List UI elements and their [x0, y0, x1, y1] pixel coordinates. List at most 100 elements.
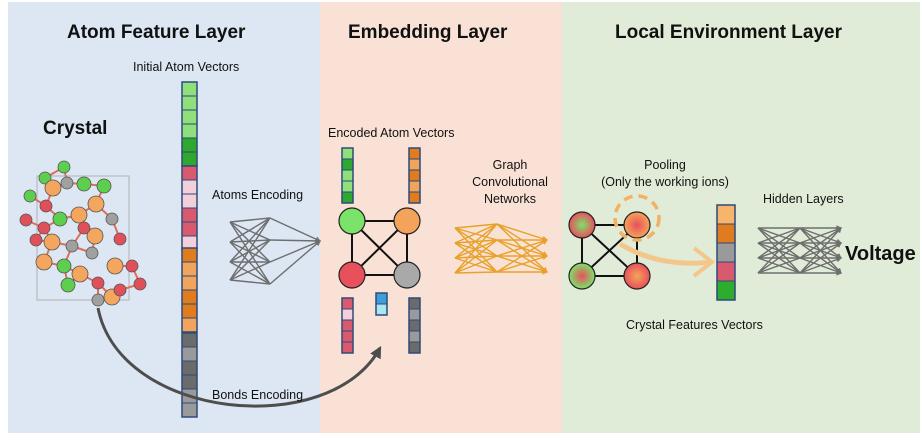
- crystal-atom: [70, 206, 88, 224]
- pooling-arrow: [613, 194, 716, 278]
- gcn-edge: [454, 255, 498, 274]
- gcn-edge: [496, 254, 549, 273]
- embedding-graph: [338, 207, 421, 289]
- crystal-features-vector: [716, 204, 736, 301]
- bonds-curve-arrow: [96, 307, 382, 408]
- atom-feature-layer-title: Atom Feature Layer: [67, 22, 246, 43]
- crystal-atom: [106, 257, 124, 275]
- crystal-atom: [71, 265, 89, 283]
- gcn-edge: [454, 223, 498, 244]
- encoded-bond-vector-cell: [375, 303, 388, 316]
- gcn-label-line1: Graph: [492, 158, 528, 172]
- graph-node-gray: [393, 261, 421, 289]
- crystal-atom: [76, 176, 92, 192]
- atoms-encoding-edge: [229, 217, 271, 243]
- crystal-atom: [113, 283, 127, 297]
- crystal-feature-cell: [716, 223, 736, 244]
- hidden-edge: [799, 227, 842, 259]
- initial-atom-vectors-label: Initial Atom Vectors: [133, 60, 240, 74]
- local-node-green: [568, 211, 596, 239]
- local-environment-panel: [562, 2, 920, 433]
- orange-vector-cell: [181, 317, 198, 333]
- encoded-bond-vector-frame: [375, 292, 388, 316]
- encoded-pink-vector-frame: [341, 297, 354, 354]
- crystal-atom: [37, 221, 51, 235]
- crystal-atom: [105, 212, 119, 226]
- pooling-arrow-head: [692, 246, 716, 278]
- crystal-atom: [87, 195, 105, 213]
- crystal-atom: [52, 211, 68, 227]
- gray-vector-cell: [181, 374, 198, 390]
- gcn-edge: [454, 271, 498, 274]
- gray-vector-cell: [181, 346, 198, 362]
- crystal-feature-cell: [716, 242, 736, 263]
- crystal-atom: [39, 199, 53, 213]
- green-vector-cell: [181, 123, 198, 139]
- atoms-encoding-edge: [269, 217, 322, 242]
- gcn-edge: [454, 239, 498, 274]
- gcn-edge: [496, 238, 549, 257]
- hidden-edge: [799, 256, 843, 274]
- crystal-atom: [35, 253, 53, 271]
- local-node-gray: [623, 262, 651, 290]
- encoded-gray-vector-frame: [408, 297, 421, 354]
- crystal-atom: [56, 258, 72, 274]
- green-vector-cell: [181, 151, 198, 167]
- crystal-atom: [85, 246, 99, 260]
- encoded-orange-vector-cell: [408, 158, 421, 171]
- atoms-encoding-edge: [229, 217, 271, 281]
- gray-vector-cell: [181, 360, 198, 376]
- gray-vector-cell: [181, 332, 198, 348]
- encoded-pink-vector-cell: [341, 308, 354, 321]
- voltage-label: Voltage: [845, 243, 916, 265]
- atoms-encoding-edge: [229, 221, 271, 241]
- atoms-encoding-edge: [229, 279, 271, 285]
- hidden-edge: [799, 242, 842, 274]
- atoms-encoding-edge: [229, 217, 271, 223]
- local-environment-graph: [568, 211, 651, 290]
- crystal-atom: [65, 239, 79, 253]
- hidden-edge: [757, 227, 801, 259]
- graph-node-green: [338, 207, 366, 235]
- atoms-encoding-edge: [229, 241, 271, 263]
- encoded-orange-vector-cell: [408, 180, 421, 193]
- hidden-edge: [799, 226, 843, 244]
- graph-node-red: [338, 261, 366, 289]
- encoded-gray-vector-cell: [408, 297, 421, 310]
- green-vector-cell: [181, 109, 198, 125]
- encoded-orange-vector-cell: [408, 191, 421, 204]
- hidden-edge: [757, 227, 801, 274]
- encoded-pink-vector-cell: [341, 319, 354, 332]
- atoms-encoding-edge: [229, 221, 271, 285]
- crystal-atom: [19, 213, 33, 227]
- gcn-edge: [454, 223, 498, 274]
- crystal-atom: [44, 179, 62, 197]
- atoms-encoding-network: [229, 217, 322, 285]
- atoms-encoding-edge: [229, 239, 271, 263]
- crystal-atom: [23, 189, 37, 203]
- curved-arrow-path: [96, 307, 382, 408]
- encoded-gray-vector-cell: [408, 319, 421, 332]
- gray-vector-frame: [181, 332, 198, 418]
- pink-vector-cell: [181, 193, 198, 209]
- atoms-encoding-edge: [229, 261, 271, 281]
- crystal-atom: [86, 227, 104, 245]
- hidden-layers-network: [757, 225, 843, 276]
- crystal-structure: [19, 160, 147, 307]
- pooling-label-line1: Pooling: [644, 158, 686, 172]
- atoms-encoding-edge: [229, 221, 271, 263]
- crystal-feature-cell: [716, 261, 736, 282]
- crystal-atom: [60, 176, 74, 190]
- orange-vector-frame: [181, 247, 198, 333]
- crystal-atom: [91, 293, 105, 307]
- gcn-label-line2: Convolutional: [472, 175, 548, 189]
- encoded-gray-vector-cell: [408, 308, 421, 321]
- crystal-label: Crystal: [43, 118, 108, 139]
- crystal-atom: [57, 160, 71, 174]
- local-environment-layer-title: Local Environment Layer: [615, 22, 843, 43]
- embedding-layer-title: Embedding Layer: [348, 22, 508, 43]
- crystal-atom: [113, 232, 127, 246]
- green-vector-cell: [181, 137, 198, 153]
